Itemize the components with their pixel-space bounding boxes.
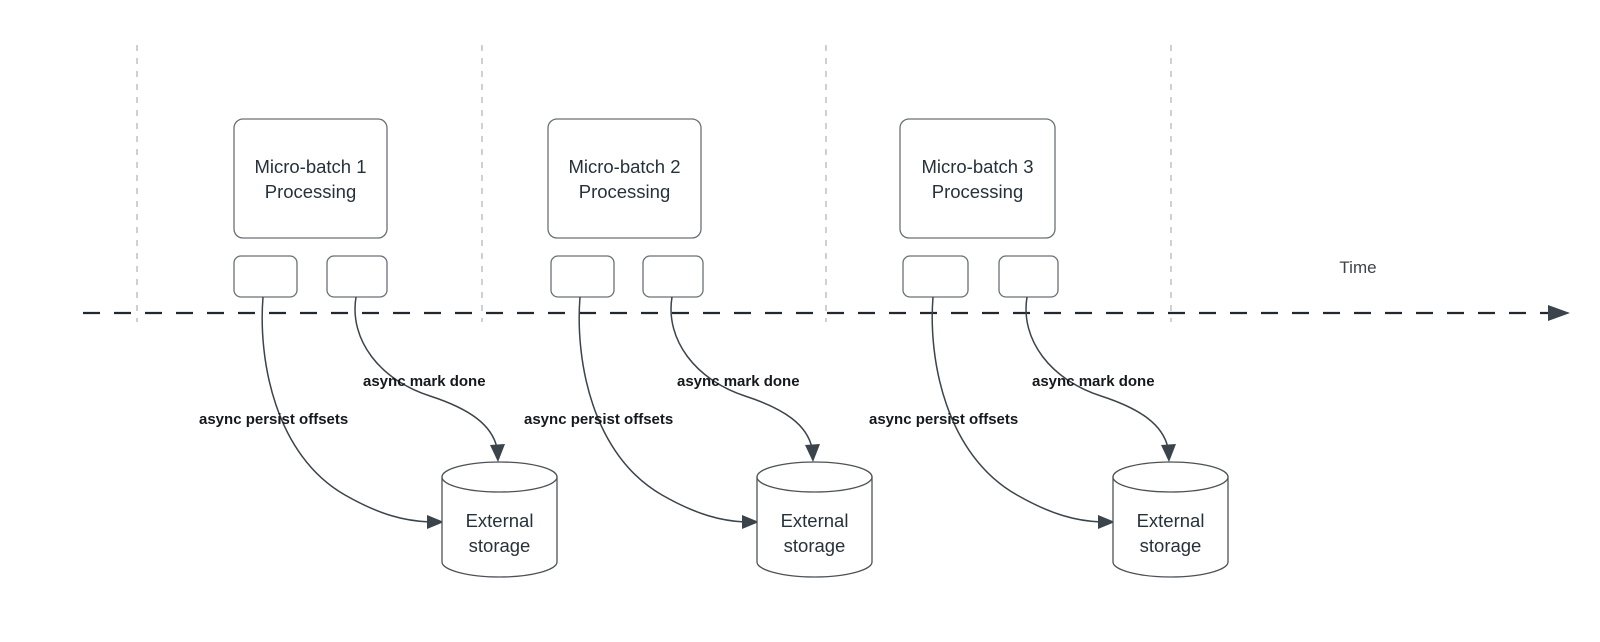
external-storage-2-body (756, 476, 873, 578)
microbatch-2-label-line2: Processing (579, 181, 671, 202)
microbatch-1-box[interactable] (233, 118, 388, 239)
external-storage-2-label-line1: External (781, 510, 849, 531)
task-box-2a[interactable] (550, 255, 615, 298)
microbatch-group-2: Micro-batch 2 Processing async mark done… (524, 118, 873, 578)
microbatch-3-box[interactable] (899, 118, 1056, 239)
edge-label-persist-offsets-1: async persist offsets (199, 411, 348, 428)
task-box-2b[interactable] (642, 255, 704, 298)
external-storage-1-body (441, 476, 558, 578)
microbatch-3-label-line1: Micro-batch 3 (921, 156, 1033, 177)
edge-label-mark-done-3: async mark done (1032, 373, 1155, 390)
edge-label-persist-offsets-3: async persist offsets (869, 411, 1018, 428)
microbatch-3-label-line2: Processing (932, 181, 1024, 202)
edge-label-mark-done-2: async mark done (677, 373, 800, 390)
edge-mark-done-3 (1025, 296, 1169, 449)
microbatch-1-label-line1: Micro-batch 1 (254, 156, 366, 177)
external-storage-1-label-line2: storage (469, 535, 531, 556)
task-box-1b[interactable] (326, 255, 388, 298)
external-storage-1[interactable]: External storage (441, 461, 558, 578)
edge-persist-offsets-1 (261, 296, 431, 523)
external-storage-3-body (1112, 476, 1229, 578)
edge-persist-offsets-3-arrowhead-icon (1098, 515, 1115, 529)
edge-mark-done-2 (670, 296, 813, 449)
edge-mark-done-1 (354, 296, 498, 449)
external-storage-3-top (1112, 461, 1229, 493)
task-box-3b[interactable] (998, 255, 1059, 298)
external-storage-3-label-line2: storage (1140, 535, 1202, 556)
edge-persist-offsets-2 (578, 296, 746, 523)
edge-mark-done-3-arrowhead-icon (1161, 444, 1176, 462)
external-storage-1-top (441, 461, 558, 493)
edge-label-mark-done-1: async mark done (363, 373, 486, 390)
edge-label-persist-offsets-2: async persist offsets (524, 411, 673, 428)
task-box-1a[interactable] (233, 255, 298, 298)
edge-persist-offsets-2-arrowhead-icon (742, 515, 759, 529)
microbatch-2-label-line1: Micro-batch 2 (568, 156, 680, 177)
external-storage-2[interactable]: External storage (756, 461, 873, 578)
external-storage-3[interactable]: External storage (1112, 461, 1229, 578)
task-box-3a[interactable] (902, 255, 969, 298)
microbatch-group-1: Micro-batch 1 Processing async mark done… (199, 118, 558, 578)
edge-mark-done-2-arrowhead-icon (805, 444, 820, 462)
external-storage-1-label-line1: External (466, 510, 534, 531)
external-storage-3-label-line1: External (1137, 510, 1205, 531)
microbatch-group-3: Micro-batch 3 Processing async mark done… (869, 118, 1229, 578)
edge-persist-offsets-3 (931, 296, 1102, 523)
external-storage-2-top (756, 461, 873, 493)
external-storage-2-label-line2: storage (784, 535, 846, 556)
edge-persist-offsets-1-arrowhead-icon (427, 515, 444, 529)
timeline-axis-label: Time (1339, 258, 1376, 277)
timeline-arrowhead-icon (1548, 305, 1570, 321)
timeline-axis: Time (83, 258, 1570, 321)
microbatch-2-box[interactable] (547, 118, 702, 239)
edge-mark-done-1-arrowhead-icon (490, 444, 505, 462)
microbatch-1-label-line2: Processing (265, 181, 357, 202)
